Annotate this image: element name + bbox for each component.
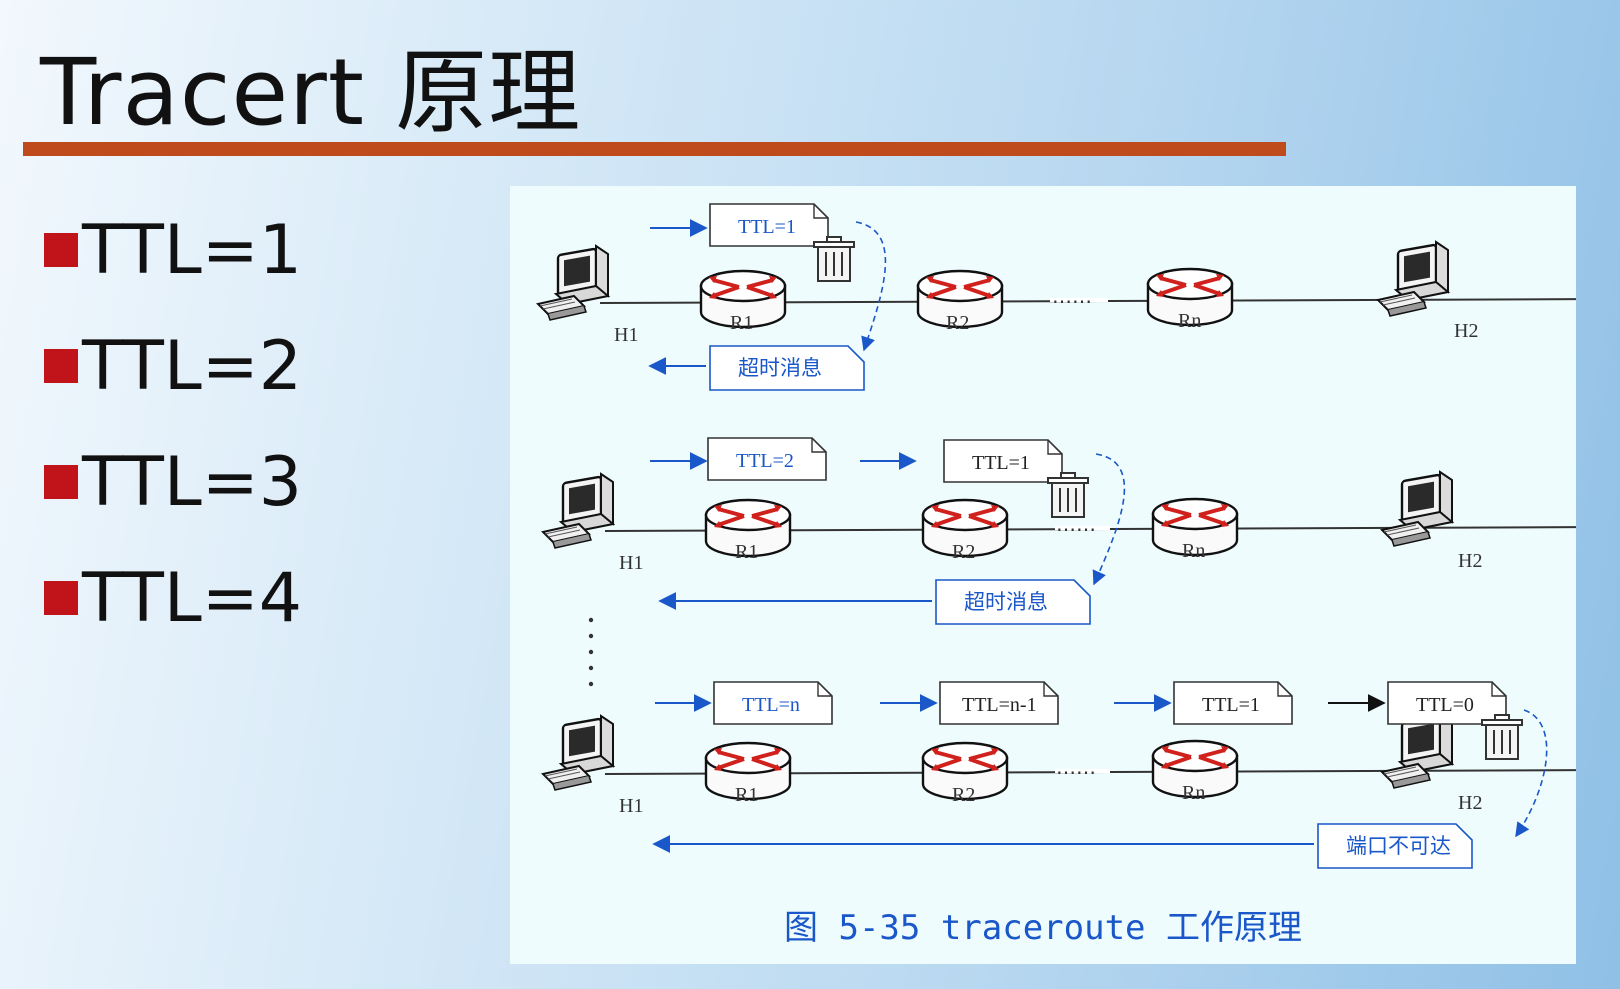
packet-ttl: TTL=1 — [738, 216, 796, 238]
row-2: …… H1 R1 R2 Rn H2 TTL=2 TTL=1 超时消息 — [541, 437, 1576, 625]
host-icon — [541, 714, 615, 792]
bullet-square-icon — [44, 349, 78, 383]
trash-icon — [1481, 714, 1523, 760]
packet-ttl: TTL=n-1 — [962, 694, 1037, 716]
host-label: H2 — [1454, 320, 1478, 342]
bullet-list: TTL=1 TTL=2 TTL=3 TTL=4 — [44, 192, 302, 656]
traceroute-figure: …… H1 R1 R2 Rn H2 TTL=1 超时消息 …… — [510, 186, 1576, 964]
bullet-square-icon — [44, 233, 78, 267]
router-label: R1 — [730, 312, 753, 334]
host-label: H2 — [1458, 550, 1482, 572]
packet-ttl: TTL=n — [742, 694, 800, 716]
reply-message: 超时消息 — [964, 590, 1048, 614]
reply-message: 端口不可达 — [1346, 834, 1451, 858]
host-icon — [1380, 712, 1454, 790]
bullet-item: TTL=3 — [44, 424, 302, 540]
link-ellipsis: …… — [1056, 755, 1096, 779]
router-label: Rn — [1182, 540, 1205, 562]
bullet-text: TTL=2 — [82, 326, 303, 406]
router-label: Rn — [1182, 782, 1205, 804]
title-divider — [23, 142, 1286, 156]
router-label: Rn — [1178, 310, 1201, 332]
bullet-item: TTL=4 — [44, 540, 302, 656]
host-icon — [541, 472, 615, 550]
slide-title: Tracert 原理 — [40, 39, 582, 146]
bullet-item: TTL=1 — [44, 192, 302, 308]
host-label: H1 — [619, 552, 643, 574]
packet-ttl: TTL=1 — [1202, 694, 1260, 716]
link-ellipsis: …… — [1052, 284, 1092, 308]
bullet-item: TTL=2 — [44, 308, 302, 424]
host-label: H2 — [1458, 792, 1482, 814]
row-1: …… H1 R1 R2 Rn H2 TTL=1 超时消息 — [536, 203, 1576, 391]
bullet-text: TTL=3 — [82, 442, 303, 522]
router-label: R2 — [952, 784, 975, 806]
packet-ttl: TTL=1 — [972, 452, 1030, 474]
trash-icon — [813, 236, 855, 282]
continuation-dots — [588, 617, 594, 687]
bullet-text: TTL=4 — [82, 558, 303, 638]
router-label: R2 — [952, 541, 975, 563]
host-icon — [1380, 470, 1454, 548]
bullet-square-icon — [44, 581, 78, 615]
host-label: H1 — [619, 795, 643, 817]
packet-ttl: TTL=0 — [1416, 694, 1474, 716]
host-icon — [1376, 240, 1450, 318]
packet-ttl: TTL=2 — [736, 450, 794, 472]
row-3: …… H1 R1 R2 Rn H2 TTL=n TTL=n-1 TTL=1 TT… — [541, 681, 1576, 869]
bullet-square-icon — [44, 465, 78, 499]
traceroute-diagram: …… H1 R1 R2 Rn H2 TTL=1 超时消息 …… — [536, 203, 1576, 869]
router-label: R1 — [735, 541, 758, 563]
host-icon — [536, 244, 610, 322]
trash-icon — [1047, 472, 1089, 518]
reply-message: 超时消息 — [738, 356, 822, 380]
router-label: R1 — [735, 784, 758, 806]
bullet-text: TTL=1 — [82, 210, 303, 290]
figure-caption: 图 5-35 traceroute 工作原理 — [784, 908, 1302, 948]
host-label: H1 — [614, 324, 638, 346]
router-label: R2 — [946, 312, 969, 334]
